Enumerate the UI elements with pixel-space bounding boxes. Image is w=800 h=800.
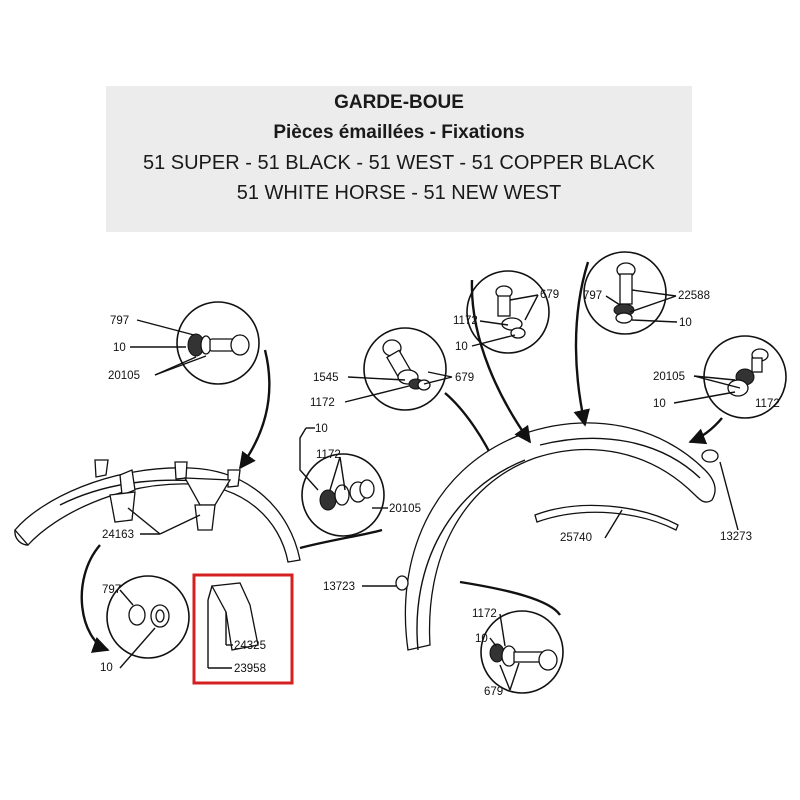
rear-bottom-detail: 1172 10 679	[472, 608, 564, 698]
label-20105-mid: 20105	[389, 503, 421, 515]
label-679-rb: 679	[484, 686, 503, 698]
label-797: 797	[110, 315, 129, 327]
label-10-tr: 10	[679, 317, 692, 329]
label-1172-top: 1172	[453, 315, 478, 327]
lower-washer-detail: 797 10	[100, 575, 190, 674]
label-23958: 23958	[234, 663, 266, 675]
front-mudguard	[14, 459, 301, 563]
label-1172-r: 1172	[755, 398, 780, 410]
label-10-top: 10	[455, 341, 468, 353]
header-box: GARDE-BOUE Pièces émaillées - Fixations …	[106, 86, 692, 232]
diagram-subtitle: Pièces émaillées - Fixations	[273, 122, 525, 143]
mid-upper-detail: 1545 679 1172	[310, 327, 474, 411]
label-20105: 20105	[108, 370, 140, 382]
label-22588: 22588	[678, 290, 710, 302]
label-1172-mid: 1172	[316, 449, 341, 461]
label-20105-r: 20105	[653, 371, 685, 383]
label-13273: 13273	[720, 531, 752, 543]
label-10-r: 10	[653, 398, 666, 410]
models-line-1: 51 SUPER - 51 BLACK - 51 WEST - 51 COPPE…	[142, 152, 656, 174]
mid-lower-detail: 10 1172 20105	[299, 423, 421, 537]
label-1545: 1545	[313, 372, 339, 384]
label-797-tr: 797	[583, 290, 602, 302]
models-line-2: 51 WHITE HORSE - 51 NEW WEST	[236, 182, 562, 204]
mud-flap-highlight: 24325 23958	[192, 573, 294, 685]
label-24163: 24163	[102, 529, 134, 541]
label-797-lower: 797	[102, 584, 121, 596]
label-10: 10	[113, 342, 126, 354]
label-1172-rb: 1172	[472, 608, 497, 620]
front-mount-callouts: 797 10 20105 24163	[102, 315, 207, 541]
rear-right-detail: 20105 10 1172	[653, 335, 787, 419]
label-24325: 24325	[234, 640, 266, 652]
label-13723: 13723	[323, 581, 355, 593]
label-1172: 1172	[310, 397, 335, 409]
rear-top-detail: 1172 679 10	[453, 270, 559, 354]
rear-top-right-detail: 797 22588 10	[583, 251, 710, 335]
label-10-lower: 10	[100, 662, 113, 674]
label-10-mid: 10	[315, 423, 328, 435]
label-679-top: 679	[540, 289, 559, 301]
label-10-rb: 10	[475, 633, 488, 645]
label-679: 679	[455, 372, 474, 384]
label-25740: 25740	[560, 532, 592, 544]
rear-mudguard	[395, 422, 719, 651]
front-mount-detail	[176, 301, 260, 385]
diagram-title: GARDE-BOUE	[334, 92, 464, 113]
